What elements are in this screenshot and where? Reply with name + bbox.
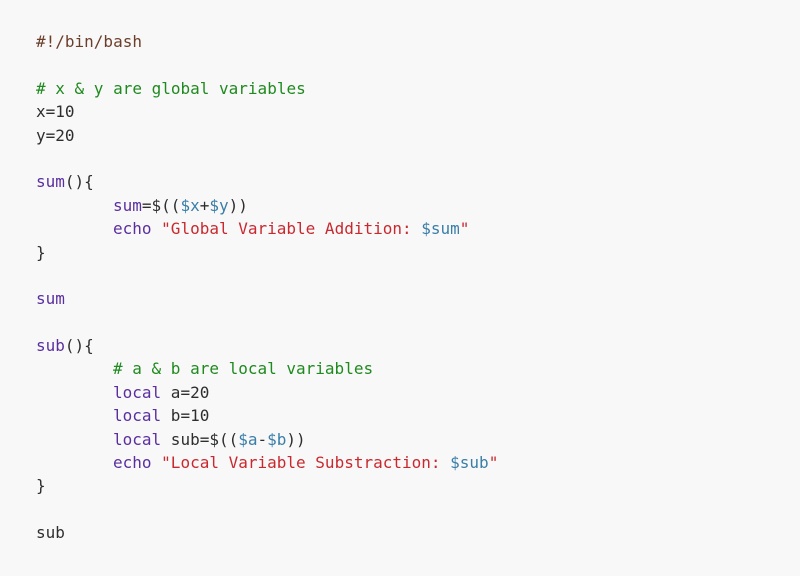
code-line-6	[36, 147, 498, 170]
sum-echo-string: "Global Variable Addition:	[161, 219, 422, 239]
function-open: (){	[64, 336, 94, 356]
sub-call: sub	[36, 523, 65, 543]
sum-call: sum	[36, 289, 65, 309]
code-line-16: local a=20	[36, 381, 498, 404]
code-line-2	[36, 53, 498, 76]
code-line-14: sub(){	[36, 334, 498, 357]
code-line-10: }	[36, 241, 498, 264]
code-line-21	[36, 498, 498, 521]
brace-close: }	[36, 242, 46, 262]
minus-op: -	[257, 429, 268, 449]
plus-op: +	[199, 195, 210, 215]
var-sum: $sum	[421, 219, 460, 239]
quote-close: "	[488, 453, 499, 473]
local-b: b=10	[161, 406, 210, 426]
code-line-5: y=20	[36, 124, 498, 147]
local-keyword: local	[113, 382, 162, 402]
code-line-17: local b=10	[36, 404, 498, 427]
assign-x: x=10	[36, 102, 75, 122]
brace-close: }	[36, 476, 46, 496]
code-block: #!/bin/bash # x & y are global variables…	[36, 30, 498, 545]
sum-assign-name: sum	[113, 195, 142, 215]
code-line-4: x=10	[36, 100, 498, 123]
code-line-22: sub	[36, 521, 498, 544]
assign-y: y=20	[36, 125, 75, 145]
arith-close: ))	[286, 429, 306, 449]
arith-open: =$((	[141, 195, 181, 215]
var-y: $y	[209, 195, 229, 215]
function-open: (){	[64, 172, 94, 192]
comment-global: # x & y are global variables	[36, 78, 306, 98]
shebang: #!/bin/bash	[36, 32, 142, 51]
local-sub-assign: sub=$((	[161, 429, 239, 449]
echo-keyword: echo	[113, 453, 152, 473]
var-sub: $sub	[450, 453, 489, 473]
code-line-7: sum(){	[36, 170, 498, 193]
code-line-19: echo "Local Variable Substraction: $sub"	[36, 451, 498, 474]
code-line-1: #!/bin/bash	[36, 30, 498, 53]
local-keyword: local	[113, 406, 162, 426]
code-line-9: echo "Global Variable Addition: $sum"	[36, 217, 498, 240]
code-line-20: }	[36, 474, 498, 497]
sum-function-name: sum	[36, 172, 65, 192]
code-line-11	[36, 264, 498, 287]
code-line-13	[36, 311, 498, 334]
sub-function-name: sub	[36, 336, 65, 356]
var-b: $b	[267, 429, 287, 449]
quote-close: "	[459, 219, 470, 239]
var-x: $x	[180, 195, 200, 215]
sub-echo-string: "Local Variable Substraction:	[161, 453, 451, 473]
echo-keyword: echo	[113, 219, 152, 239]
var-a: $a	[238, 429, 258, 449]
code-line-8: sum=$(($x+$y))	[36, 194, 498, 217]
local-a: a=20	[161, 382, 210, 402]
code-line-12: sum	[36, 287, 498, 310]
code-line-15: # a & b are local variables	[36, 357, 498, 380]
code-line-18: local sub=$(($a-$b))	[36, 428, 498, 451]
code-line-3: # x & y are global variables	[36, 77, 498, 100]
local-keyword: local	[113, 429, 162, 449]
arith-close: ))	[228, 195, 248, 215]
comment-local: # a & b are local variables	[113, 359, 374, 379]
